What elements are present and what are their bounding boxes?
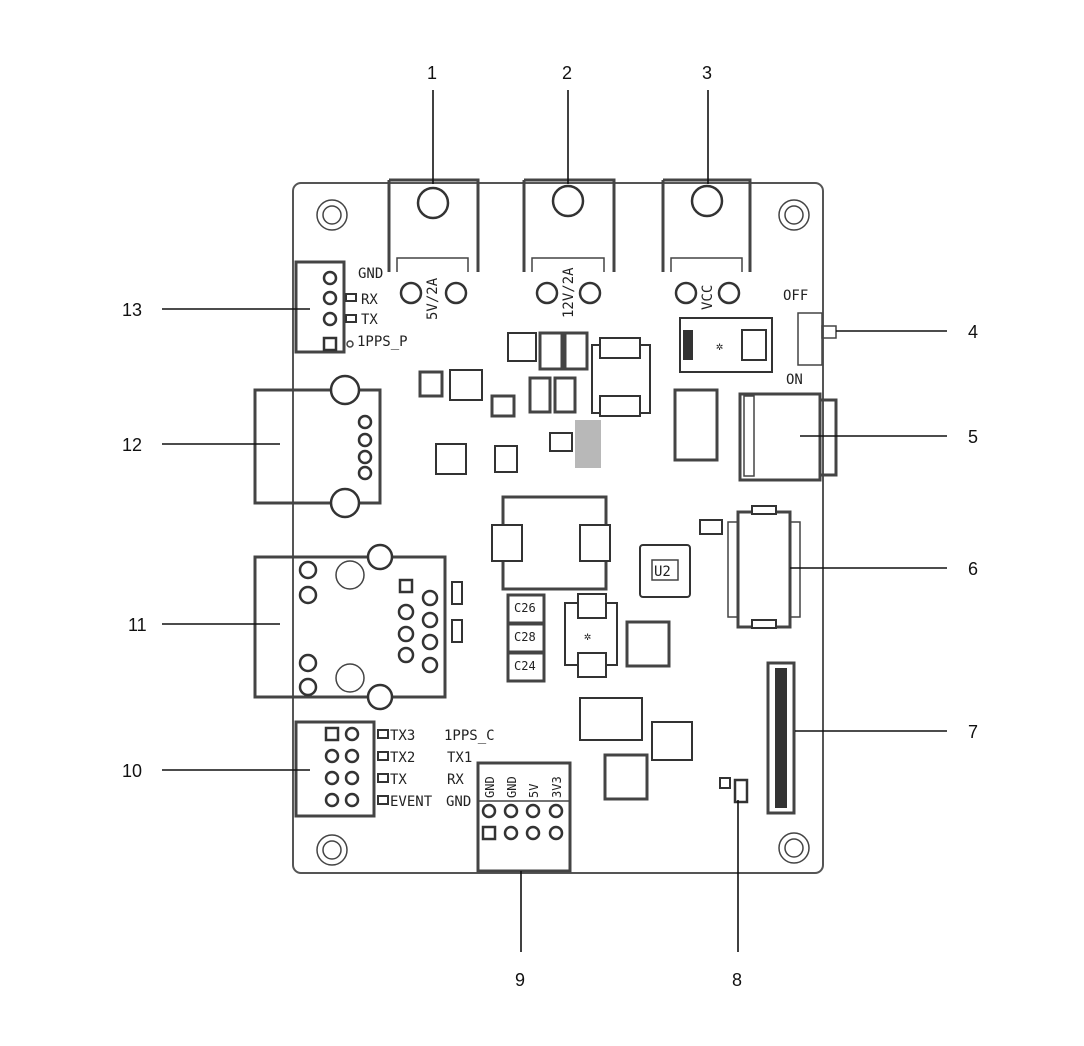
chip-u2 (639, 544, 691, 598)
silk-on: ON (786, 372, 803, 388)
callout-11: 11 (128, 615, 147, 635)
callout-9: 9 (515, 970, 525, 990)
rj45-connector-bottom (253, 543, 463, 711)
usb-connector (738, 392, 838, 482)
callout-1: 1 (427, 63, 437, 83)
silk-5v-2a: 5V/2A (425, 277, 441, 320)
silk-rx: RX (361, 292, 378, 308)
silk-u2: U2 (654, 564, 671, 580)
callout-3: 3 (702, 63, 712, 83)
callout-12: 12 (122, 435, 142, 455)
silk-tx: TX (361, 312, 378, 328)
svg-text:✲: ✲ (584, 629, 591, 643)
mount-hole-h1 (778, 832, 810, 864)
mount-hole-h2 (316, 834, 348, 866)
fpc-connector (766, 661, 796, 815)
silk-tx-bottom: TX (390, 772, 407, 788)
inductor-upper (591, 337, 651, 417)
silk-1pps-p: 1PPS_P (357, 334, 408, 350)
dc-jack-vcc (661, 178, 752, 305)
callout-6: 6 (968, 559, 978, 579)
silk-gnd-bottom: GND (446, 794, 471, 810)
silk-hdr-3v3: 3V3 (550, 776, 564, 798)
dc-jack-12v (522, 178, 616, 305)
silk-hdr-gnd1: GND (483, 776, 497, 798)
silk-hdr-gnd2: GND (505, 776, 519, 798)
silk-c26: C26 (514, 601, 536, 615)
silk-off: OFF (783, 288, 808, 304)
silk-rx-bottom: RX (447, 772, 464, 788)
silk-tx2: TX2 (390, 750, 415, 766)
silk-hdr-5v: 5V (527, 784, 541, 798)
diode-top: ✲ (679, 317, 773, 373)
callout-2: 2 (562, 63, 572, 83)
header-uart-event (294, 720, 389, 818)
silk-c24: C24 (514, 659, 536, 673)
silk-tx1: TX1 (447, 750, 472, 766)
connector-uart-pps (294, 260, 357, 354)
mount-hole-h3 (778, 199, 810, 231)
capacitor-bank (506, 593, 546, 683)
silk-gnd-top: GND (358, 266, 383, 282)
dc-jack-5v (387, 178, 480, 305)
module-connector (727, 505, 801, 629)
callout-10: 10 (122, 761, 142, 781)
silk-vcc: VCC (700, 285, 716, 310)
rj45-connector-top (253, 374, 382, 519)
callout-7: 7 (968, 722, 978, 742)
callout-5: 5 (968, 427, 978, 447)
callout-8: 8 (732, 970, 742, 990)
silk-c28: C28 (514, 630, 536, 644)
power-switch (797, 312, 837, 366)
smd-cluster-top (418, 331, 749, 804)
diode-mid: ✲ (564, 593, 618, 678)
silk-event: EVENT (390, 794, 433, 810)
mount-hole-h4 (316, 199, 348, 231)
svg-text:✲: ✲ (716, 339, 723, 353)
header-power (476, 761, 572, 873)
callout-13: 13 (122, 300, 142, 320)
silk-12v-2a: 12V/2A (561, 267, 577, 318)
silk-1pps-c: 1PPS_C (444, 728, 495, 744)
callout-4: 4 (968, 322, 978, 342)
inductor-main (491, 495, 611, 591)
silk-tx3: TX3 (390, 728, 415, 744)
